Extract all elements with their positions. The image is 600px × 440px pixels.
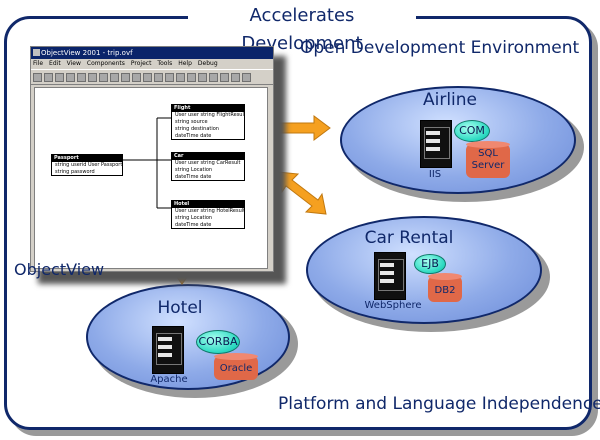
car-rental-server-label: WebSphere — [364, 300, 422, 311]
hotel-server-icon — [152, 326, 184, 374]
flight-row: User user string FlightResult — [175, 112, 244, 118]
hotel-component-box[interactable]: Hotel User user string HotelResult strin… — [171, 200, 245, 229]
hotel-component: CORBA — [196, 330, 240, 354]
car-row: User user string CarResult — [175, 160, 241, 166]
zoom-icon[interactable] — [132, 72, 141, 82]
airline-title: Airline — [422, 90, 478, 110]
tree-icon[interactable] — [209, 72, 218, 82]
menu-help[interactable]: Help — [178, 60, 192, 67]
window-titlebar: ObjectView 2001 - trip.ovf — [31, 47, 273, 59]
open-icon[interactable] — [44, 72, 53, 82]
settings-icon[interactable] — [198, 72, 207, 82]
hotel-header: Hotel — [172, 201, 244, 208]
menu-tools[interactable]: Tools — [157, 60, 173, 67]
open-environment-caption: Open Development Environment — [300, 38, 580, 58]
hotel-row: User user string HotelResult — [175, 208, 244, 214]
stop-icon[interactable] — [187, 72, 196, 82]
menu-project[interactable]: Project — [130, 60, 152, 67]
cut-icon[interactable] — [66, 72, 75, 82]
grid-icon[interactable] — [121, 72, 130, 82]
menubar: File Edit View Components Project Tools … — [31, 59, 273, 69]
hotel-server-label: Apache — [150, 374, 188, 385]
design-canvas[interactable]: Passport string userid User PassportResu… — [34, 87, 268, 269]
flight-row: dateTime date — [175, 133, 212, 139]
independence-caption: Platform and Language Independence — [278, 394, 600, 414]
car-component[interactable]: Car User user string CarResult string Lo… — [171, 152, 245, 181]
undo-icon[interactable] — [99, 72, 108, 82]
airline-server-label: IIS — [428, 169, 442, 180]
print-icon[interactable] — [242, 72, 251, 82]
airline-database: SQL Server — [466, 141, 510, 178]
passport-header: Passport — [52, 155, 122, 162]
car-header: Car — [172, 153, 244, 160]
toolbar — [31, 69, 273, 85]
play-icon[interactable] — [165, 72, 174, 82]
copy-icon[interactable] — [77, 72, 86, 82]
app-icon — [33, 49, 40, 56]
pointer-icon[interactable] — [143, 72, 152, 82]
new-icon[interactable] — [33, 72, 42, 82]
flight-component[interactable]: Flight User user string FlightResult str… — [171, 104, 245, 140]
airline-server-icon — [420, 120, 452, 168]
step-icon[interactable] — [154, 72, 163, 82]
flight-header: Flight — [172, 105, 244, 112]
connector-lines — [123, 117, 171, 209]
menu-file[interactable]: File — [33, 60, 44, 67]
component-icon[interactable] — [220, 72, 229, 82]
menu-view[interactable]: View — [66, 60, 81, 67]
car-rental-title: Car Rental — [364, 228, 454, 248]
passport-component[interactable]: Passport string userid User PassportResu… — [51, 154, 123, 176]
passport-row: string userid User PassportResult — [55, 162, 122, 168]
car-row: string Location — [175, 167, 213, 173]
hotel-database: Oracle — [214, 353, 258, 380]
car-rental-server-icon — [374, 252, 406, 300]
objectview-label: ObjectView — [14, 260, 105, 279]
menu-debug[interactable]: Debug — [197, 60, 218, 67]
window-title: ObjectView 2001 - trip.ovf — [41, 49, 133, 57]
airline-system — [340, 86, 576, 194]
passport-row: string password — [55, 169, 95, 175]
paste-icon[interactable] — [88, 72, 97, 82]
menu-edit[interactable]: Edit — [49, 60, 61, 67]
hotel-row: dateTime date — [175, 222, 212, 228]
car-rental-database: DB2 — [428, 273, 462, 302]
link-icon[interactable] — [231, 72, 240, 82]
hotel-row: string Location — [175, 215, 213, 221]
car-row: dateTime date — [175, 174, 212, 180]
hotel-title: Hotel — [157, 298, 203, 318]
pause-icon[interactable] — [176, 72, 185, 82]
airline-component: COM — [454, 120, 490, 142]
car-rental-component: EJB — [414, 254, 446, 274]
save-icon[interactable] — [55, 72, 64, 82]
redo-icon[interactable] — [110, 72, 119, 82]
objectview-window: ObjectView 2001 - trip.ovf File Edit Vie… — [30, 46, 274, 272]
flight-row: string destination — [175, 126, 219, 132]
menu-components[interactable]: Components — [86, 60, 125, 67]
flight-row: string source — [175, 119, 208, 125]
